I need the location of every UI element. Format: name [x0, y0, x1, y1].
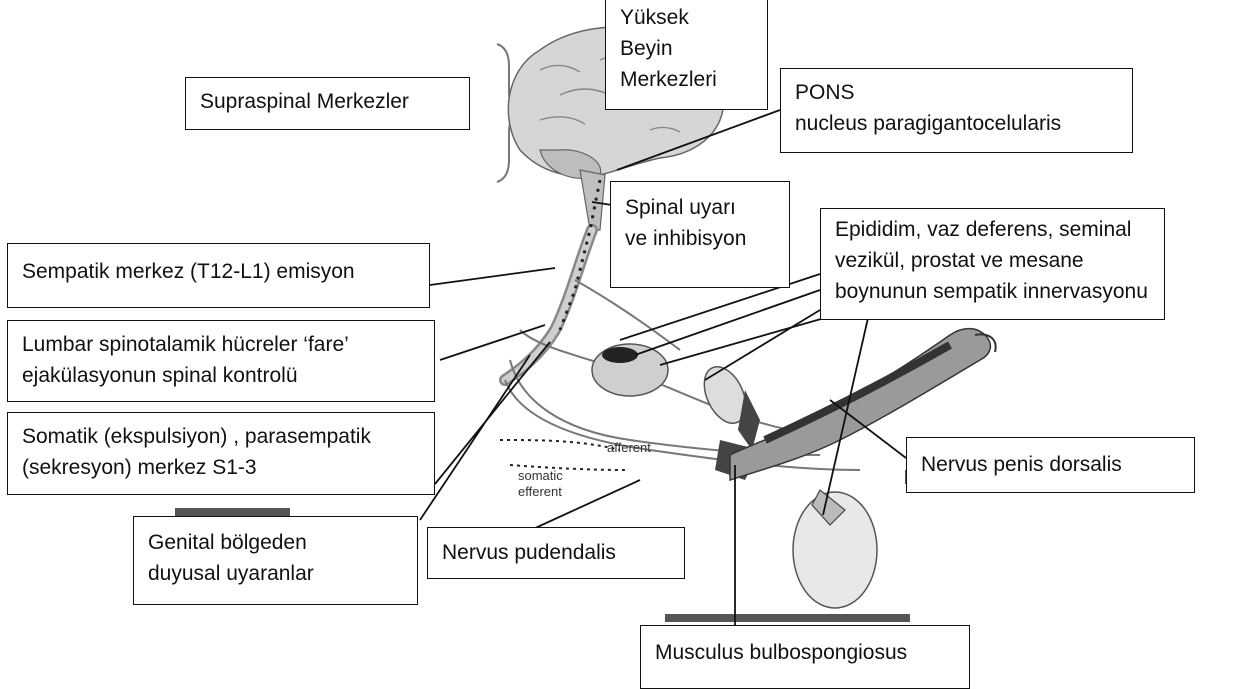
label-line: Merkezleri	[620, 64, 753, 95]
label-line: ejakülasyonun spinal kontrolü	[22, 360, 420, 391]
pudendal-nerve-label: Nervus pudendalis	[427, 527, 685, 579]
label-line: Nervus penis dorsalis	[921, 449, 1180, 480]
bulbospongiosus-label: Musculus bulbospongiosus	[640, 625, 970, 689]
label-line: Yüksek	[620, 2, 753, 33]
label-line: Nervus pudendalis	[442, 537, 670, 568]
somatic-text: somatic	[518, 468, 563, 483]
higher-brain-centers-label: Yüksek Beyin Merkezleri	[605, 0, 768, 110]
label-line: ve inhibisyon	[625, 223, 775, 254]
label-line: Musculus bulbospongiosus	[655, 637, 955, 668]
label-line: Somatik (ekspulsiyon) , parasempatik	[22, 421, 420, 452]
sympathetic-center-label: Sempatik merkez (T12-L1) emisyon	[7, 243, 430, 308]
bg-bar	[175, 508, 290, 516]
spinal-stimulation-label: Spinal uyarı ve inhibisyon	[610, 181, 790, 288]
dorsal-penile-nerve-label: Nervus penis dorsalis	[906, 437, 1195, 493]
label-line: Beyin	[620, 33, 753, 64]
afferent-text: afferent	[607, 440, 651, 455]
label-line: boynunun sempatik innervasyonu	[835, 276, 1150, 307]
label-line: Genital bölgeden	[148, 527, 403, 558]
genital-sensory-label: Genital bölgeden duyusal uyaranlar	[133, 516, 418, 605]
label-line: (sekresyon) merkez S1-3	[22, 452, 420, 483]
label-line: nucleus paragigantocelularis	[795, 108, 1118, 139]
label-line: Spinal uyarı	[625, 192, 775, 223]
label-line: duyusal uyaranlar	[148, 558, 403, 589]
label-line: vezikül, prostat ve mesane	[835, 245, 1150, 276]
efferent-text: efferent	[518, 484, 562, 499]
label-line: Epididim, vaz deferens, seminal	[835, 214, 1150, 245]
epididymis-innervation-label: Epididim, vaz deferens, seminal vezikül,…	[820, 208, 1165, 320]
label-line: Supraspinal Merkezler	[200, 86, 455, 117]
label-line: PONS	[795, 77, 1118, 108]
somatic-parasympathetic-center-label: Somatik (ekspulsiyon) , parasempatik (se…	[7, 412, 435, 495]
lumbar-spinothalamic-label: Lumbar spinotalamik hücreler ‘fare’ ejak…	[7, 320, 435, 402]
label-line: Lumbar spinotalamik hücreler ‘fare’	[22, 329, 420, 360]
bg-bar	[665, 614, 910, 622]
label-line: Sempatik merkez (T12-L1) emisyon	[22, 256, 415, 287]
supraspinal-centers-label: Supraspinal Merkezler	[185, 77, 470, 130]
pons-label: PONS nucleus paragigantocelularis	[780, 68, 1133, 153]
